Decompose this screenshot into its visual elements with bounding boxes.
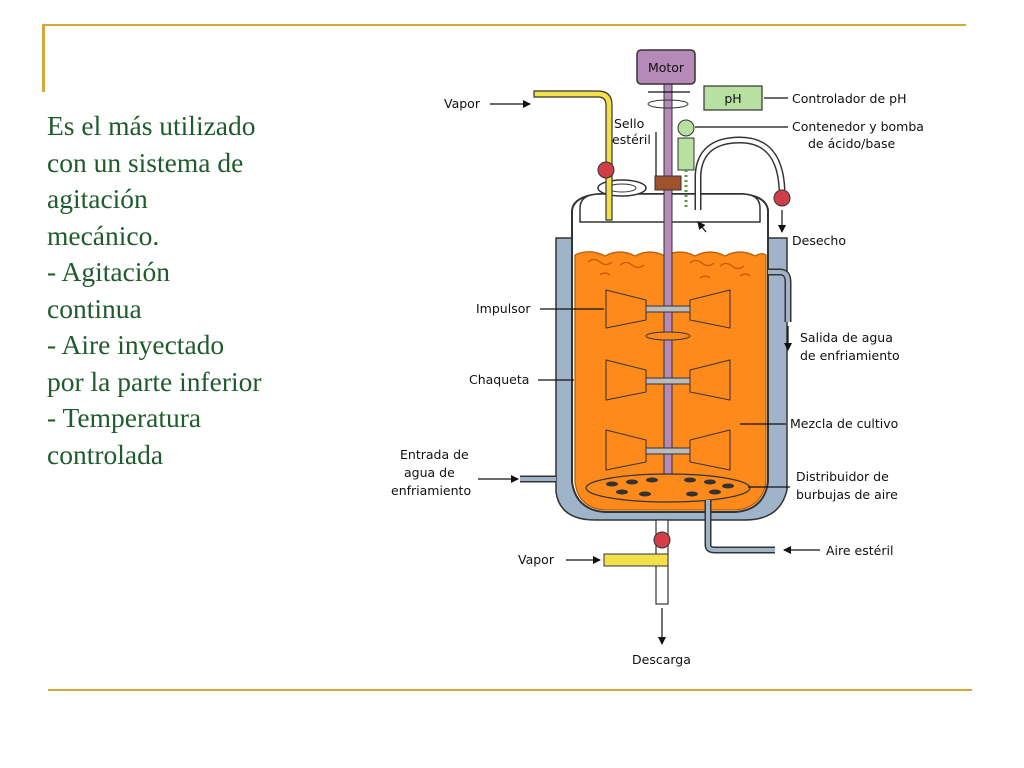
label-descarga: Descarga (632, 652, 691, 667)
valve-bottom-icon (653, 531, 671, 549)
impeller-upper (605, 289, 731, 329)
slide-body-text: Es el más utilizado con un sistema de ag… (47, 108, 347, 473)
ph-controller-box (703, 85, 763, 111)
label-mezcla: Mezcla de cultivo (790, 416, 898, 431)
text-line: Es el más utilizado (47, 110, 256, 141)
label-sello-2: estéril (612, 132, 651, 147)
text-line: - Temperatura (47, 402, 202, 433)
motor-label: Motor (648, 60, 685, 75)
vapor-pipe-bottom (603, 553, 669, 567)
impeller-lower (605, 429, 731, 471)
acid-base-bulb-icon (677, 119, 695, 137)
valve-waste-icon (773, 189, 791, 207)
text-line: agitación (47, 183, 148, 214)
top-rule (42, 24, 966, 26)
text-line: - Aire inyectado (47, 329, 225, 360)
inlet-port (597, 179, 647, 197)
text-line: por la parte inferior (47, 365, 262, 397)
baffle-ring (645, 331, 691, 341)
text-line: con un sistema de (47, 146, 244, 178)
text-line: continua (47, 292, 142, 324)
label-vapor-top: Vapor (444, 96, 481, 111)
ph-box-label: pH (724, 91, 741, 106)
label-contenedor-2: de ácido/base (808, 136, 896, 151)
rotation-indicator (647, 99, 689, 109)
valve-top-icon (597, 161, 615, 179)
air-sparger (585, 473, 751, 503)
label-distribuidor-2: burbujas de aire (796, 487, 898, 502)
label-controlador-ph: Controlador de pH (792, 91, 906, 106)
label-sello-1: Sello (614, 116, 644, 131)
label-contenedor-1: Contenedor y bomba (792, 119, 924, 134)
impeller-middle (605, 359, 731, 401)
label-vapor-bottom: Vapor (518, 552, 555, 567)
motor-box (636, 49, 696, 85)
bottom-rule (48, 689, 972, 691)
label-aire-esteril: Aire estéril (826, 543, 893, 558)
foam-bubbles (587, 258, 751, 279)
agitator-shaft (663, 81, 673, 493)
label-entrada-1: Entrada de (400, 447, 469, 462)
acid-base-pump (677, 137, 695, 171)
label-salida-1: Salida de agua (800, 330, 893, 345)
label-chaqueta: Chaqueta (469, 372, 529, 387)
text-line: mecánico. (47, 219, 160, 251)
label-distribuidor-1: Distribuidor de (796, 469, 889, 484)
label-salida-2: de enfriamiento (800, 348, 900, 363)
arrow-ph (697, 221, 707, 233)
sterile-seal (654, 175, 682, 191)
label-desecho: Desecho (792, 233, 846, 248)
left-rule (42, 24, 45, 92)
vapor-pipe-top (533, 90, 613, 221)
label-entrada-2: agua de (404, 465, 455, 480)
text-line: - Agitación (47, 256, 170, 287)
label-entrada-3: enfriamiento (391, 483, 471, 498)
text-line: controlada (47, 438, 164, 470)
label-impulsor: Impulsor (476, 301, 531, 316)
